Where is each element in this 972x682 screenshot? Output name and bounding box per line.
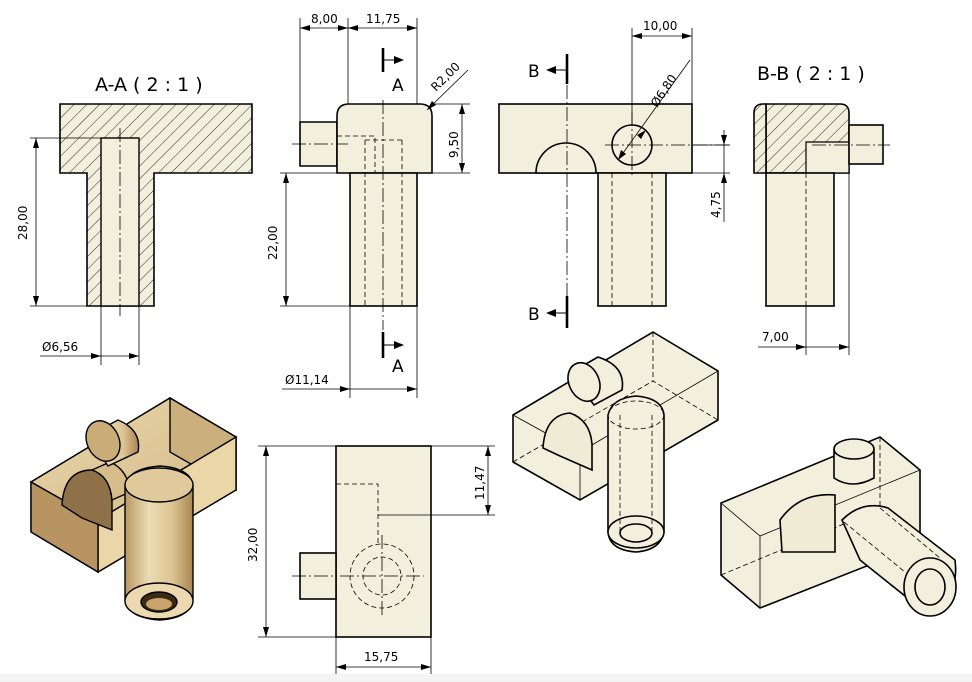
dim-1575-label: 15,75 [364,650,398,664]
iso-wood-render [29,396,238,621]
dim-950-label: 9,50 [447,131,461,158]
dim-475-label: 4,75 [709,191,723,218]
iso-transparent-view-1 [512,331,719,553]
section-b-title: B-B ( 2 : 1 ) [757,63,865,85]
dim-22-label: 22,00 [266,226,280,260]
dim-1147-label: 11,47 [473,466,487,500]
iso-transparent-view-2 [720,436,957,617]
side-view: B B 10,00 Ø6,80 4,75 [498,19,730,328]
dim-656-label: Ø6,56 [42,340,78,354]
dim-8-label: 8,00 [311,12,338,26]
dim-28-label: 28,00 [16,206,30,240]
dim-1114-label: Ø11,14 [285,373,329,387]
section-b-boss [848,124,884,165]
top-block [335,445,432,638]
dim-32-label: 32,00 [246,528,260,562]
section-b-cylinder [765,172,835,307]
side-cylinder [597,172,667,307]
front-cylinder [349,172,418,307]
side-block [498,103,693,174]
section-b-b-view: B-B ( 2 : 1 ) 7,00 [753,63,890,355]
top-view: 11,47 32,00 15,75 [246,445,495,676]
section-a-body [59,103,253,307]
dim-7-label: 7,00 [762,330,789,344]
section-a-title: A-A ( 2 : 1 ) [95,74,203,96]
cut-marker-a-top: A [392,76,404,96]
dim-1175-label: 11,75 [366,12,400,26]
front-block [336,103,433,174]
front-view: A A 8,00 11,75 R2,00 9,50 22,00 [266,12,470,398]
side-notch [535,142,597,174]
section-a-a-view: A-A ( 2 : 1 ) 28,00 Ø6,56 [16,74,253,365]
cut-marker-a-bottom: A [392,357,404,377]
dim-r2-label: R2,00 [428,59,463,94]
cut-marker-b-top: B [528,62,540,82]
dim-10-label: 10,00 [643,19,677,33]
cut-marker-b-bottom: B [528,305,540,325]
